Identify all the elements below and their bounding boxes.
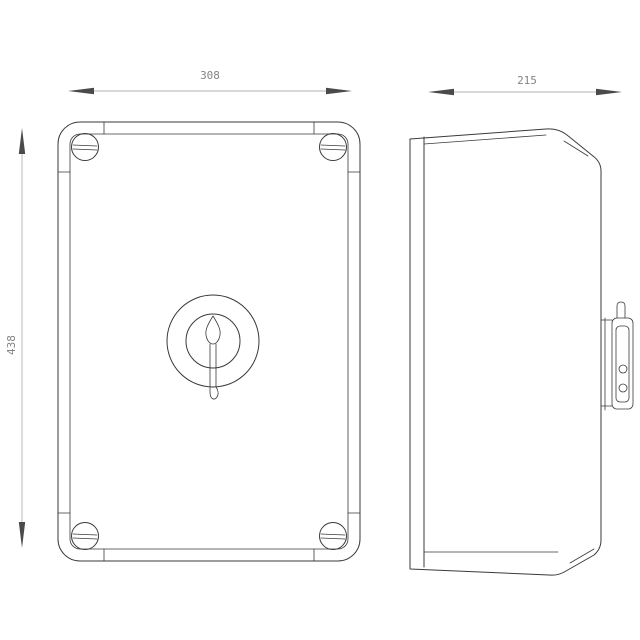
screw-slot (320, 537, 346, 540)
hinge-plate-outer (611, 317, 634, 410)
arrowhead-up-icon (18, 128, 26, 154)
front-inner-outline (69, 133, 349, 550)
screw-head (319, 522, 347, 550)
screw-slot (72, 533, 98, 536)
corner-screw-bottom-right (319, 522, 347, 550)
key-hook (209, 386, 219, 400)
side-outer-outline (409, 128, 602, 576)
dimension-height-label: 438 (5, 335, 18, 355)
lock-keyhole (166, 294, 260, 400)
hinge-plate-inner (615, 325, 630, 403)
lock-inner-circle (185, 313, 241, 369)
corner-screw-top-right (319, 133, 347, 161)
hinge-assembly (600, 301, 634, 411)
frame-joint-ticks (57, 121, 361, 562)
front-outer-outline (57, 121, 361, 562)
corner-screw-bottom-left (71, 522, 99, 550)
screw-head (71, 133, 99, 161)
dimension-depth: 215 (428, 74, 622, 96)
front-view (57, 121, 361, 562)
dimension-width-label: 308 (200, 69, 220, 82)
hinge-top-tab (616, 301, 626, 319)
side-view (409, 128, 634, 576)
screw-slot (72, 148, 98, 151)
screw-head (319, 133, 347, 161)
screw-slot (320, 144, 346, 147)
arrowhead-right-icon (596, 88, 622, 96)
lid-bevel-inner-top (563, 140, 589, 157)
arrowhead-down-icon (18, 522, 26, 548)
arrowhead-right-icon (326, 87, 352, 95)
lock-outer-circle (166, 294, 260, 388)
corner-screw-top-left (71, 133, 99, 161)
dimension-height: 438 (5, 128, 26, 548)
screw-slot (320, 533, 346, 536)
hinge-pin-hole (618, 383, 628, 393)
arrowhead-left-icon (68, 87, 94, 95)
screw-slot (72, 537, 98, 540)
arrowhead-left-icon (428, 88, 454, 96)
screw-slot (320, 148, 346, 151)
dimension-depth-label: 215 (517, 74, 537, 87)
screw-slot (72, 144, 98, 147)
base-bevel-inner (569, 548, 595, 564)
screw-head (71, 522, 99, 550)
hinge-pin-hole (618, 364, 628, 374)
lid-seam-top (423, 134, 547, 145)
key-bow (205, 315, 221, 345)
dimension-width: 308 (68, 69, 352, 95)
